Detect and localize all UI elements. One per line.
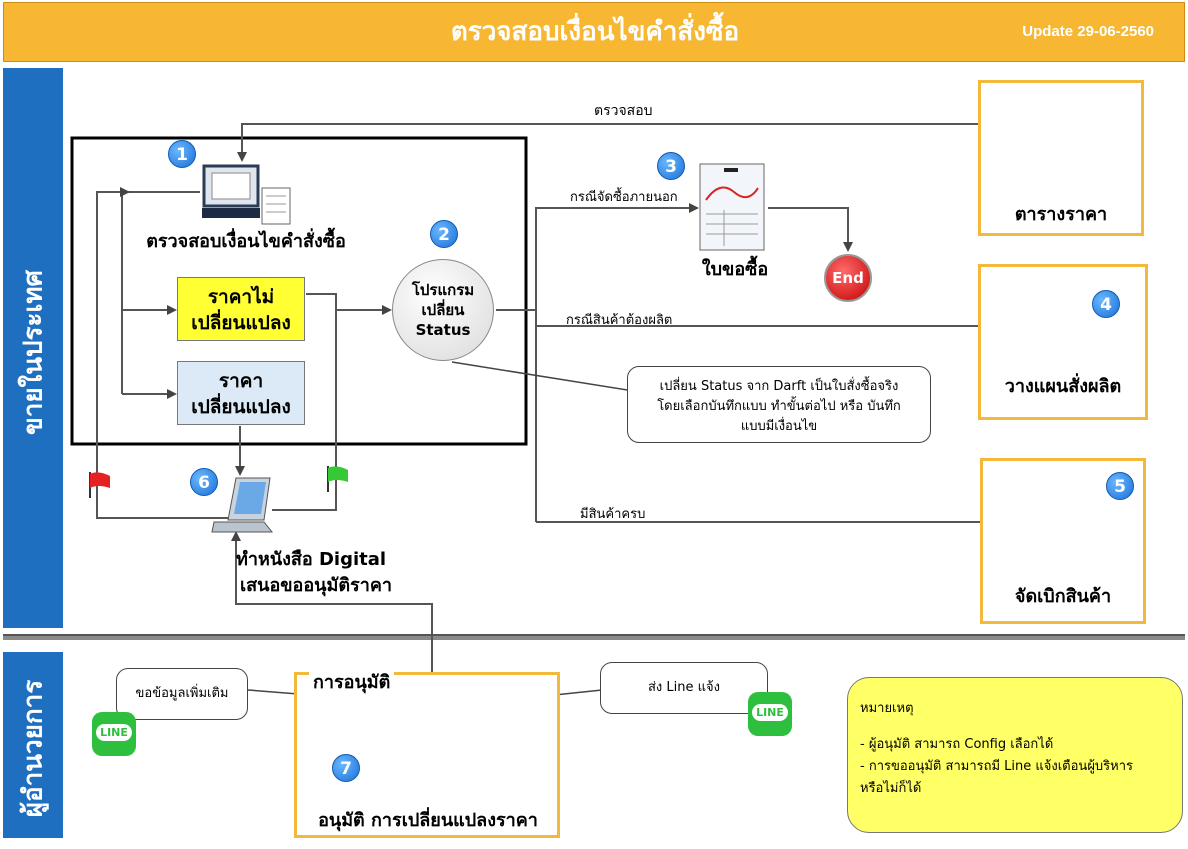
lane-director: ผู้อำนวยการ bbox=[3, 652, 63, 838]
red-flag-icon bbox=[89, 472, 110, 498]
note-title: หมายเหตุ bbox=[860, 701, 914, 716]
step-3-label: ใบขอซื้อ bbox=[701, 259, 769, 280]
note-item-3: หรือไม่ก็ได้ bbox=[860, 781, 922, 796]
step-6-line2: เสนอขออนุมัติราคา bbox=[240, 575, 392, 596]
price-changed-line2: เปลี่ยนแปลง bbox=[191, 396, 291, 418]
step-1-badge: 1 bbox=[168, 140, 196, 168]
arrow-approved-loop bbox=[272, 310, 337, 511]
purchase-request-icon bbox=[699, 163, 765, 251]
process-frame bbox=[70, 136, 528, 446]
arrow-production-label: กรณีสินค้าต้องผลิต bbox=[566, 313, 673, 328]
price-unchanged-line2: เปลี่ยนแปลง bbox=[191, 312, 291, 334]
step-5-label: จัดเบิกสินค้า bbox=[1014, 586, 1112, 607]
arrow-external bbox=[535, 203, 699, 310]
price-table-box: ตารางราคา bbox=[978, 80, 1144, 236]
price-table-label: ตารางราคา bbox=[1014, 204, 1108, 225]
step-7-label: อนุมัติ การเปลี่ยนแปลงราคา bbox=[318, 810, 538, 831]
note-item-2: - การขออนุมัติ สามารถมี Line แจ้งเตือนผู… bbox=[860, 759, 1134, 774]
send-line-callout: ส่ง Line แจ้ง bbox=[600, 662, 768, 714]
status-program-line3: Status bbox=[415, 321, 471, 339]
status-callout-line3: แบบมีเงื่อนไข bbox=[740, 419, 818, 434]
step-6-line1: ทำหนังสือ Digital bbox=[236, 549, 387, 570]
note-item-1: - ผู้อนุมัติ สามารถ Config เลือกได้ bbox=[860, 737, 1054, 752]
step-3-badge: 3 bbox=[657, 152, 685, 180]
request-more-info-callout: ขอข้อมูลเพิ่มเติม bbox=[116, 668, 248, 720]
update-date: Update 29-06-2560 bbox=[1022, 23, 1154, 40]
status-change-callout: เปลี่ยน Status จาก Darft เป็นใบสั่งซื้อจ… bbox=[627, 366, 931, 443]
price-changed-line1: ราคา bbox=[218, 370, 264, 392]
status-program-line2: เปลี่ยน bbox=[421, 301, 465, 319]
page-title: ตรวจสอบเงื่อนไขคำสั่งซื้อ bbox=[450, 17, 740, 47]
header-bar: ตรวจสอบเงื่อนไขคำสั่งซื้อ Update 29-06-2… bbox=[3, 2, 1185, 62]
line-logo-icon: LINE bbox=[748, 692, 792, 736]
arrow-check bbox=[237, 123, 990, 162]
arrow-rejected-loop bbox=[96, 187, 236, 519]
step-7-badge: 7 bbox=[332, 754, 360, 782]
line-logo-icon: LINE bbox=[92, 712, 136, 756]
end-node: End bbox=[824, 254, 872, 302]
production-plan-box: วางแผนสั่งผลิต bbox=[978, 264, 1148, 420]
laptop-icon bbox=[211, 477, 274, 533]
approval-title: การอนุมัติ bbox=[309, 667, 395, 696]
arrow-check-label: ตรวจสอบ bbox=[594, 103, 653, 119]
status-callout-line1: เปลี่ยน Status จาก Darft เป็นใบสั่งซื้อจ… bbox=[659, 379, 899, 394]
lane-divider bbox=[3, 634, 1185, 640]
price-unchanged-line1: ราคาไม่ bbox=[207, 286, 275, 308]
arrow-complete-label: มีสินค้าครบ bbox=[580, 507, 646, 522]
step-1-label: ตรวจสอบเงื่อนไขคำสั่งซื้อ bbox=[146, 231, 346, 252]
computer-icon bbox=[202, 164, 291, 225]
step-2-badge: 2 bbox=[430, 220, 458, 248]
price-changed-box: ราคา เปลี่ยนแปลง bbox=[177, 361, 305, 425]
lane-domestic-sales: ขายในประเทศ bbox=[3, 68, 63, 628]
status-program-line1: โปรแกรม bbox=[411, 281, 475, 299]
line-logo-text: LINE bbox=[96, 724, 132, 741]
approval-box: การอนุมัติ อนุมัติ การเปลี่ยนแปลงราคา bbox=[294, 667, 560, 838]
line-logo-text: LINE bbox=[752, 704, 788, 721]
status-program-node: โปรแกรม เปลี่ยน Status bbox=[392, 259, 494, 361]
step-4-badge: 4 bbox=[1092, 290, 1120, 318]
arrow-to-end bbox=[768, 207, 853, 252]
step-6-badge: 6 bbox=[190, 468, 218, 496]
step-5-badge: 5 bbox=[1106, 472, 1134, 500]
price-unchanged-box: ราคาไม่ เปลี่ยนแปลง bbox=[177, 277, 305, 341]
arrow-to-status bbox=[306, 293, 392, 315]
green-flag-icon bbox=[327, 466, 348, 492]
note-box: หมายเหตุ - ผู้อนุมัติ สามารถ Config เลือ… bbox=[847, 677, 1183, 833]
step-4-label: วางแผนสั่งผลิต bbox=[1004, 376, 1122, 397]
arrow-external-label: กรณีจัดซื้อภายนอก bbox=[570, 190, 678, 205]
status-callout-line2: โดยเลือกบันทึกแบบ ทำขั้นต่อไป หรือ บันทึ… bbox=[657, 399, 901, 414]
